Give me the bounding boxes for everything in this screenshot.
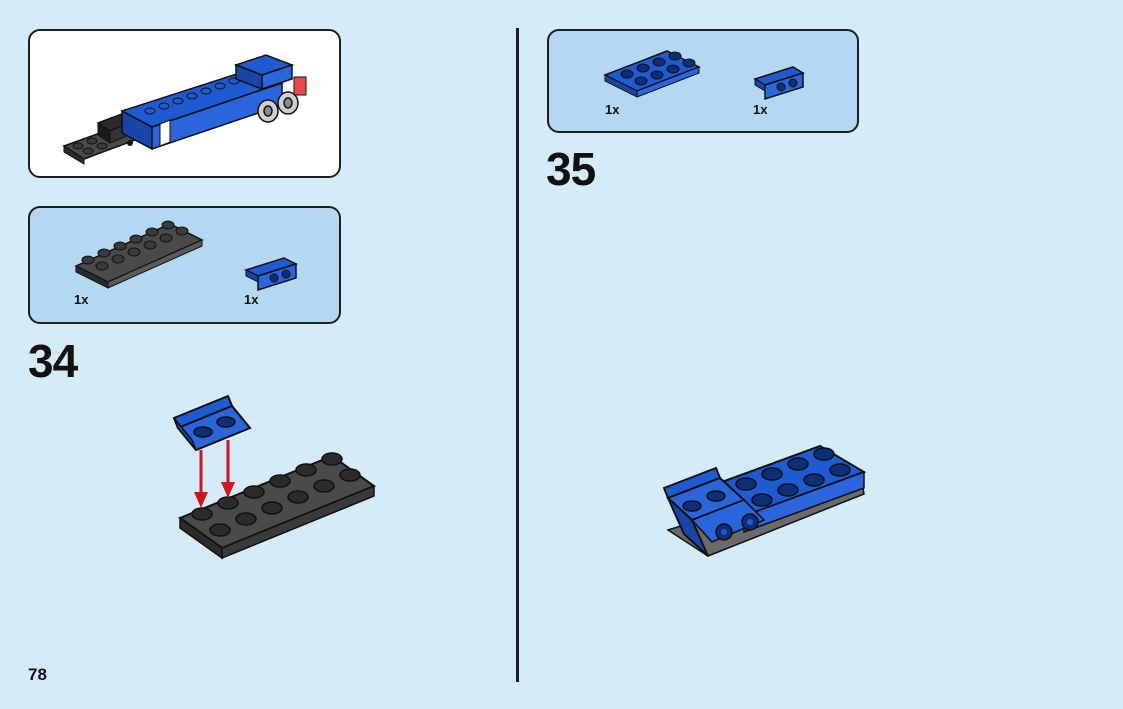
page-column-divider bbox=[516, 28, 519, 682]
step-34-parts-box: 1x 1x bbox=[28, 206, 341, 324]
dark-gray-plate-2x6-icon bbox=[74, 220, 204, 289]
subassembly-callout bbox=[28, 29, 341, 178]
page-number: 78 bbox=[28, 665, 47, 684]
blue-bracket-1x2-icon bbox=[244, 257, 298, 292]
part-quantity: 1x bbox=[753, 102, 768, 117]
blue-plate-2x4-icon bbox=[603, 50, 701, 98]
step-35-parts-box: 1x 1x bbox=[547, 29, 859, 133]
part-quantity: 1x bbox=[74, 292, 89, 307]
part-quantity: 1x bbox=[605, 102, 620, 117]
step-number: 34 bbox=[28, 335, 78, 387]
step-number: 35 bbox=[546, 143, 596, 195]
blue-bracket-1x2-icon bbox=[753, 66, 805, 101]
truck-subassembly-illustration bbox=[62, 54, 307, 165]
part-quantity: 1x bbox=[244, 292, 259, 307]
